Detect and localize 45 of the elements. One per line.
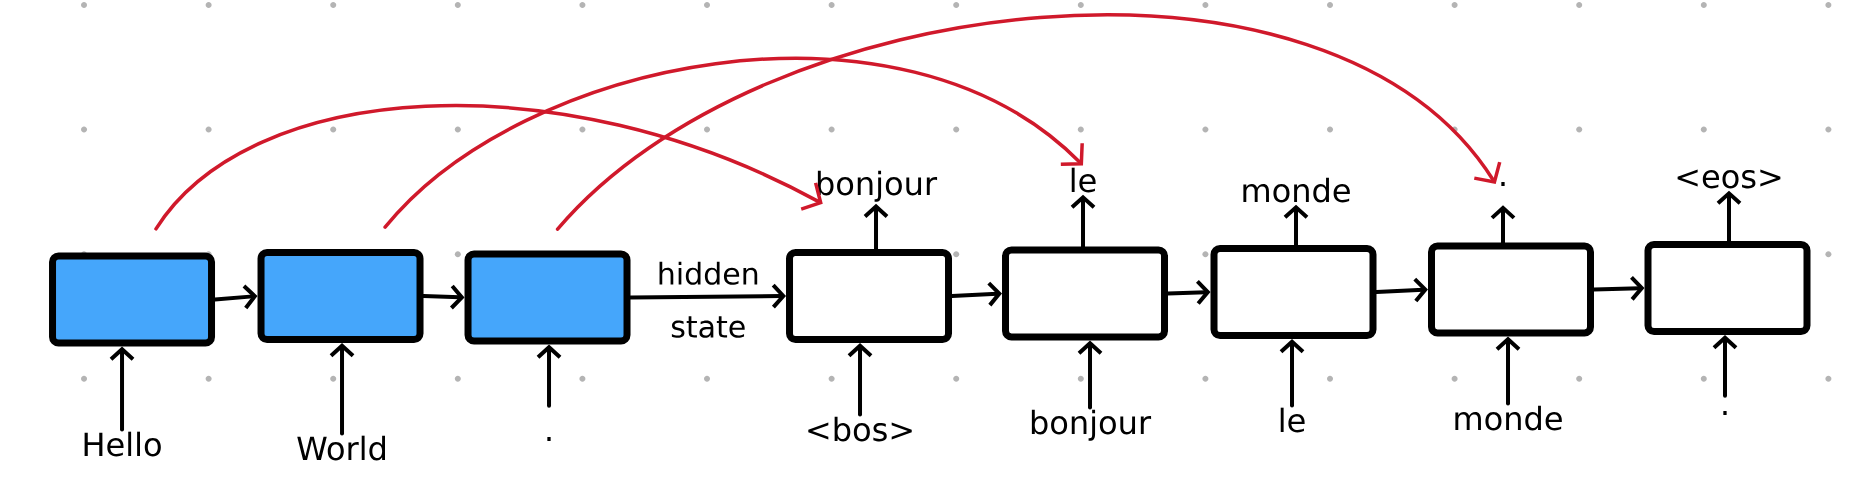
arrow [1283,204,1309,247]
arrow [1712,335,1738,398]
curved-arrow [555,13,1502,231]
input-word: bonjour [1031,409,1152,441]
arrow [1716,190,1742,243]
decoder-cell [1002,246,1168,341]
arrow [536,344,562,408]
decoder-cell [1644,241,1811,335]
input-word: Hello [84,431,161,457]
input-word: monde [1455,405,1562,431]
arrow [213,284,258,310]
encoder-cell [257,249,424,343]
output-word: monde [1243,177,1350,203]
output-word: le [1071,167,1096,193]
decoder-cell [786,249,952,343]
arrow [109,346,135,432]
arrow [1490,205,1516,245]
input-word: <bos> [808,416,912,442]
arrow [847,343,873,417]
input-word: World [297,435,385,461]
decoder-cell [1210,245,1377,339]
encoder-cell [49,252,215,347]
arrow [1077,340,1103,410]
encoder-cell [464,250,631,345]
arrow [628,283,786,309]
arrow [1279,339,1305,408]
arrow [1166,280,1211,305]
output-word: bonjour [817,170,938,202]
arrow [1374,277,1428,303]
curved-arrow [383,56,1084,229]
arrow [1495,336,1521,406]
decoder-cell [1428,242,1594,337]
edge-label: hidden state [659,261,758,338]
input-word: . [1723,411,1727,415]
arrow [1070,194,1096,249]
input-word: le [1280,407,1305,433]
input-word: . [547,437,551,441]
output-word: . [1501,182,1505,186]
curved-arrow [154,104,823,231]
arrow [863,203,889,251]
arrow [329,343,355,436]
arrow [421,284,465,310]
output-word: <eos> [1677,169,1781,189]
arrow [950,281,1002,307]
arrow [1592,276,1645,301]
